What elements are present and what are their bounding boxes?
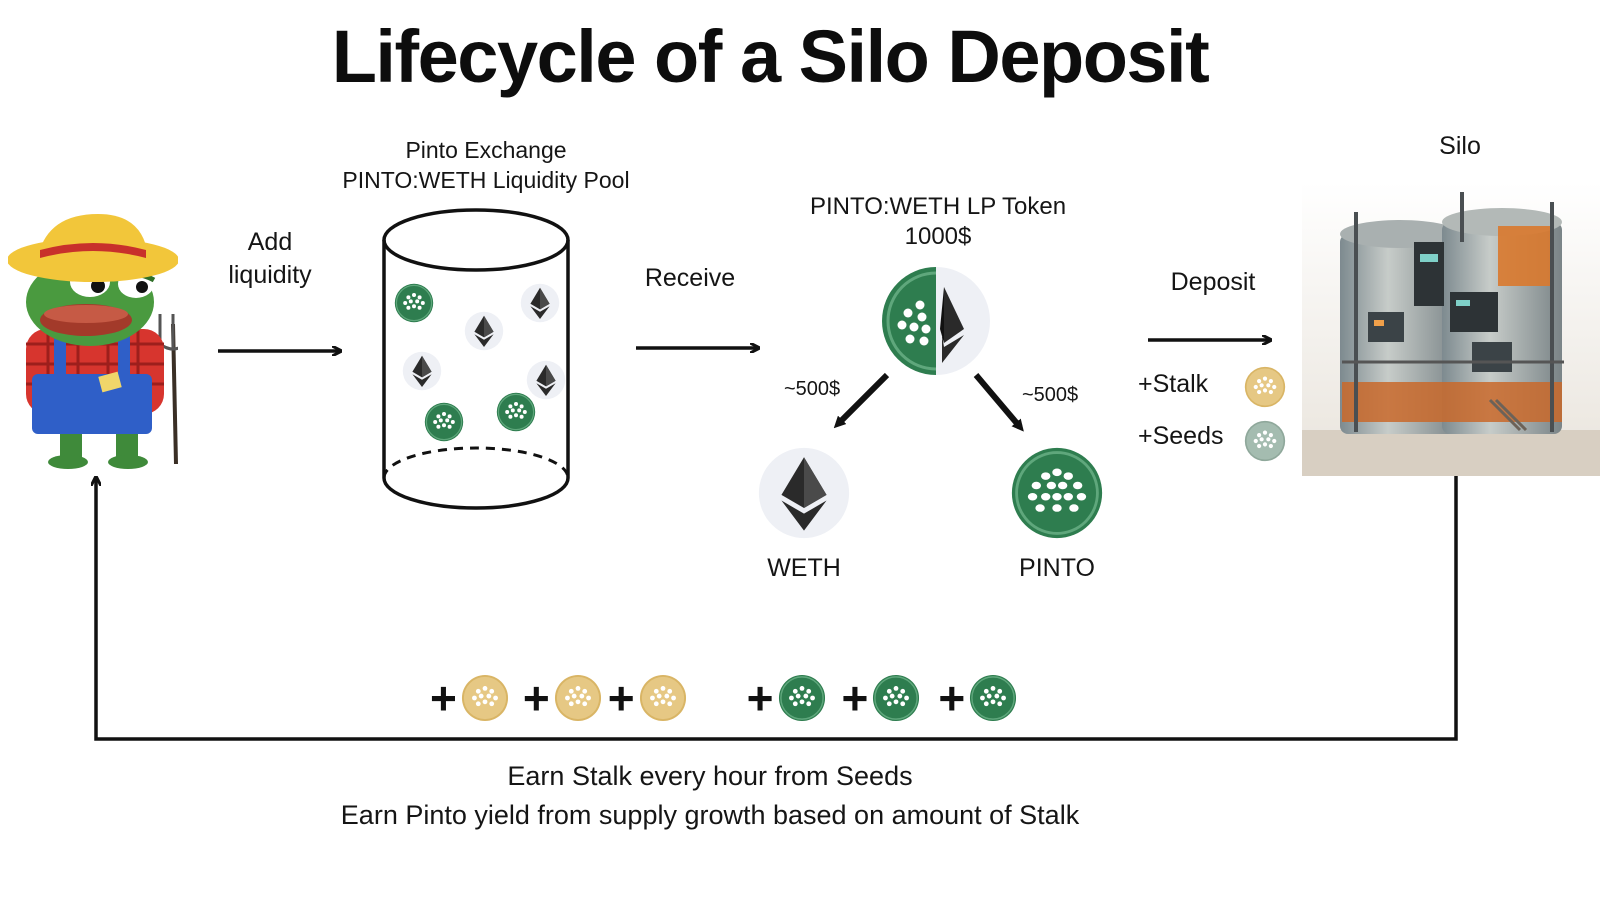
- page-title: Lifecycle of a Silo Deposit: [331, 15, 1210, 98]
- split-right-value: ~500$: [1022, 384, 1079, 406]
- add-liquidity-label: Add liquidity: [200, 226, 340, 291]
- deposit-label: Deposit: [1170, 268, 1256, 296]
- lp-token-icon: [880, 265, 992, 382]
- seeds-reward-label: +Seeds: [1138, 422, 1224, 450]
- stalk-coin-icon: [1244, 366, 1286, 413]
- arrow-split-pinto: [973, 373, 1024, 432]
- pinto-label: PINTO: [1019, 554, 1095, 582]
- split-left-value: ~500$: [784, 378, 841, 400]
- liquidity-pool-cylinder: [378, 206, 574, 516]
- pool-eth-coin-2: [464, 311, 504, 351]
- pool-pinto-coin-2: [496, 392, 536, 432]
- add-liquidity-line2: liquidity: [228, 260, 312, 289]
- footer-caption: Earn Stalk every hour from Seeds Earn Pi…: [200, 757, 1220, 835]
- pool-eth-coin-4: [526, 360, 566, 400]
- pool-label-line2: PINTO:WETH Liquidity Pool: [342, 166, 630, 193]
- plus-sign: +: [522, 672, 550, 724]
- plus-sign: +: [607, 672, 635, 724]
- lp-token-label-line2: 1000$: [904, 223, 972, 250]
- pool-pinto-coin-3: [424, 402, 464, 442]
- weth-label: WETH: [767, 554, 841, 582]
- arrow-loop-back: [96, 476, 1458, 741]
- stalk-coin-icon: [639, 674, 686, 722]
- pinto-coin-icon: [1010, 446, 1104, 545]
- frog-farmer-icon: [7, 214, 188, 472]
- footer-line2: Earn Pinto yield from supply growth base…: [340, 800, 1080, 831]
- pinto-coin-icon: [970, 674, 1017, 722]
- plus-sign: +: [430, 672, 457, 724]
- arrow-split-weth: [833, 372, 890, 429]
- plus-sign: +: [746, 672, 774, 724]
- pool-label-line1: Pinto Exchange: [405, 137, 567, 163]
- stalk-coin-icon: [554, 674, 601, 722]
- stalk-coin-icon: [461, 674, 508, 722]
- loop-rewards-row: + + + + + +: [430, 674, 1017, 722]
- lp-token-label-line1: PINTO:WETH LP Token: [809, 193, 1067, 220]
- pool-eth-coin-1: [520, 283, 560, 323]
- weth-coin-icon: [757, 446, 851, 545]
- pinto-coin-icon: [873, 674, 920, 722]
- silo-building-icon: [1302, 182, 1600, 476]
- footer-line1: Earn Stalk every hour from Seeds: [507, 761, 913, 791]
- pool-pinto-coin-1: [394, 283, 434, 323]
- pool-label: Pinto Exchange PINTO:WETH Liquidity Pool: [316, 136, 656, 196]
- add-liquidity-line1: Add: [247, 228, 293, 256]
- pinto-coin-icon: [778, 674, 825, 722]
- plus-sign: +: [938, 672, 966, 724]
- stalk-reward-label: +Stalk: [1138, 370, 1209, 398]
- receive-label: Receive: [644, 264, 736, 292]
- seeds-coin-icon: [1244, 420, 1286, 467]
- lp-token-label: PINTO:WETH LP Token 1000$: [782, 192, 1094, 252]
- silo-label: Silo: [1439, 132, 1481, 160]
- plus-sign: +: [841, 672, 869, 724]
- pool-eth-coin-3: [402, 351, 442, 391]
